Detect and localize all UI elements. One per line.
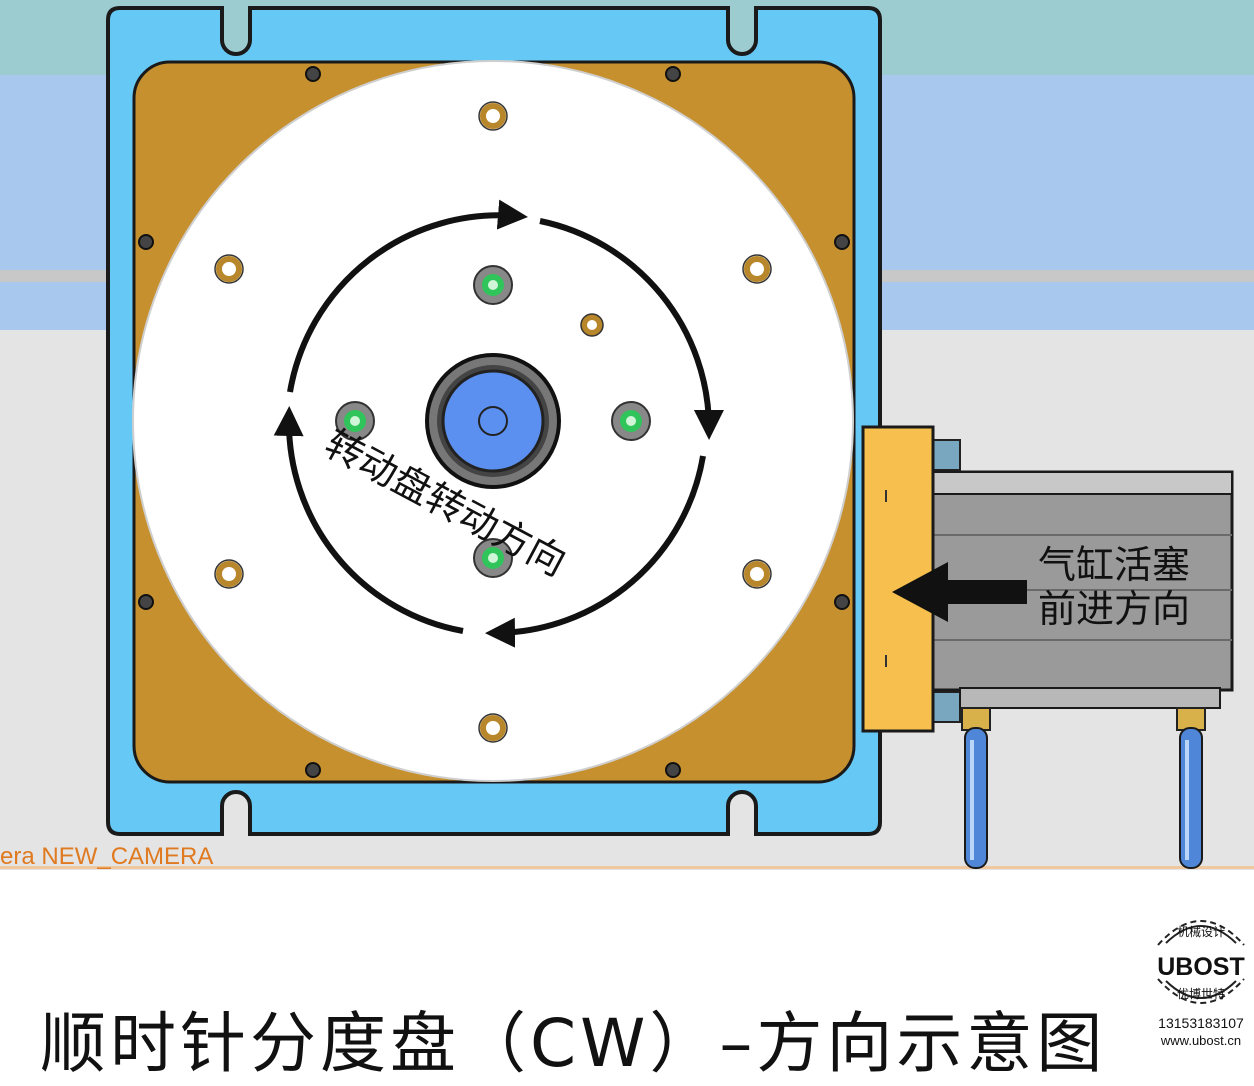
disc-holes (216, 103, 770, 741)
logo-website: www.ubost.cn (1160, 1033, 1242, 1048)
piston-arrow (892, 562, 1027, 622)
disc-holes-outline (214, 101, 772, 743)
rotation-arrows (273, 199, 724, 648)
green-bolts (335, 265, 651, 578)
plate-bolts (138, 66, 850, 778)
camera-label: era NEW_CAMERA (0, 843, 213, 870)
brand-logo: 机械设计 UBOST 优博世特 13153183107 www.ubost.cn (1148, 905, 1254, 1075)
diagram-caption: 顺时针分度盘（CW）–方向示意图 (40, 1005, 1107, 1082)
indexer-diagram: 转动盘转动方向 气缸活塞 前进方向 era NEW_CAMERA (0, 0, 1254, 870)
air-hoses (961, 707, 1206, 869)
cylinder-label-line1: 气缸活塞 (1038, 543, 1190, 587)
logo-top-text: 机械设计 (1176, 925, 1225, 939)
cylinder-label-line2: 前进方向 (1038, 587, 1190, 631)
logo-bottom-text: 优博世特 (1176, 987, 1225, 1001)
gear-icon (1157, 920, 1245, 1004)
center-hub (425, 353, 561, 489)
cylinder-assembly (861, 425, 1234, 733)
logo-brand: UBOST (1157, 953, 1245, 981)
logo-phone: 13153183107 (1158, 1015, 1244, 1031)
